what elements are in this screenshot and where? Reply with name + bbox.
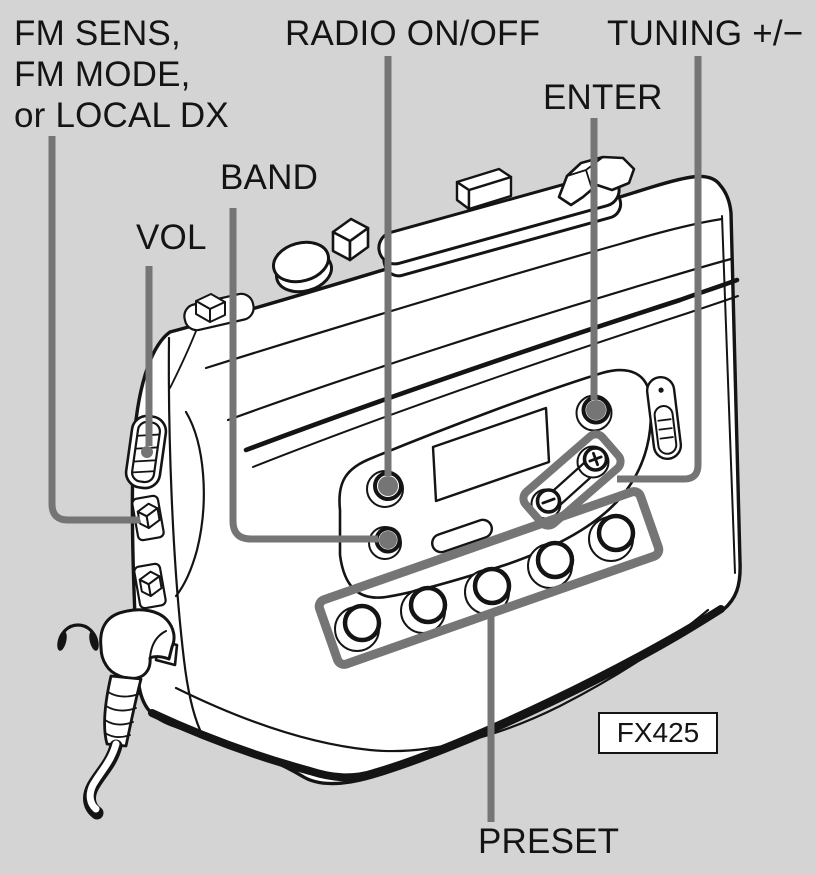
front-bottom-seam (174, 608, 710, 753)
tuning-link-channel (552, 461, 592, 507)
callout-lines (48, 56, 702, 822)
fm-sens-leader (48, 136, 140, 524)
strain-relief-ribs (104, 691, 140, 738)
label-fm-sens-line3: or LOCAL DX (14, 96, 229, 135)
door-seam-thin (252, 295, 739, 468)
display (431, 406, 551, 503)
cable-core (86, 740, 120, 813)
band-dot (379, 531, 397, 549)
preset-button (334, 603, 382, 652)
preset-button (588, 513, 636, 562)
tuning-leader (617, 56, 702, 483)
preset-buttons (334, 513, 636, 652)
headphones-icon (57, 623, 99, 651)
preset-button (400, 585, 448, 634)
corner-crease (169, 330, 197, 389)
minus-icon (541, 497, 556, 505)
oval-button (272, 240, 333, 294)
preset-button (464, 566, 512, 615)
plug-body (99, 608, 176, 680)
plug-crease (149, 630, 167, 659)
preset-button (527, 540, 575, 589)
label-tuning: TUNING +/− (607, 14, 804, 53)
label-band: BAND (220, 158, 319, 197)
fm-mode-switch (133, 562, 167, 610)
label-radio-on-off: RADIO ON/OFF (285, 14, 541, 53)
tuning-minus-button (530, 488, 562, 520)
label-preset: PRESET (478, 822, 620, 861)
enter-dot (586, 400, 606, 420)
hold-switch (645, 376, 683, 460)
callout-dots (141, 400, 606, 549)
body-contour-lines (148, 215, 740, 782)
callout-boxes (314, 430, 664, 669)
headphone-plug-assembly (83, 608, 179, 820)
label-vol: VOL (136, 218, 207, 257)
top-slider-knob (195, 293, 226, 323)
tuning-plus-button (576, 445, 610, 479)
rear-block-button (455, 167, 513, 211)
panel-outline (338, 368, 653, 599)
vol-dot (141, 446, 153, 458)
door-seam-bold (243, 277, 740, 453)
model-badge-text: FX425 (616, 717, 700, 748)
label-fm-sens-line1: FM SENS, (14, 14, 181, 53)
radio-dot (378, 476, 398, 496)
left-front-edge (167, 336, 202, 732)
preset-highlight-box (314, 487, 664, 669)
label-fm-sens-line2: FM MODE, (14, 55, 191, 94)
top-face-seam-1 (204, 217, 724, 370)
tuning-highlight-box (519, 430, 625, 530)
bottom-edge (148, 605, 725, 782)
label-enter: ENTER (543, 78, 663, 117)
front-panel (338, 368, 653, 599)
plus-icon (588, 451, 603, 467)
right-side-seam (721, 215, 736, 574)
model-badge: FX425 (598, 712, 718, 754)
band-leader (229, 208, 378, 543)
small-square-button (331, 217, 370, 262)
door-hinge-bulge (174, 410, 205, 598)
oval-slot (430, 518, 494, 554)
